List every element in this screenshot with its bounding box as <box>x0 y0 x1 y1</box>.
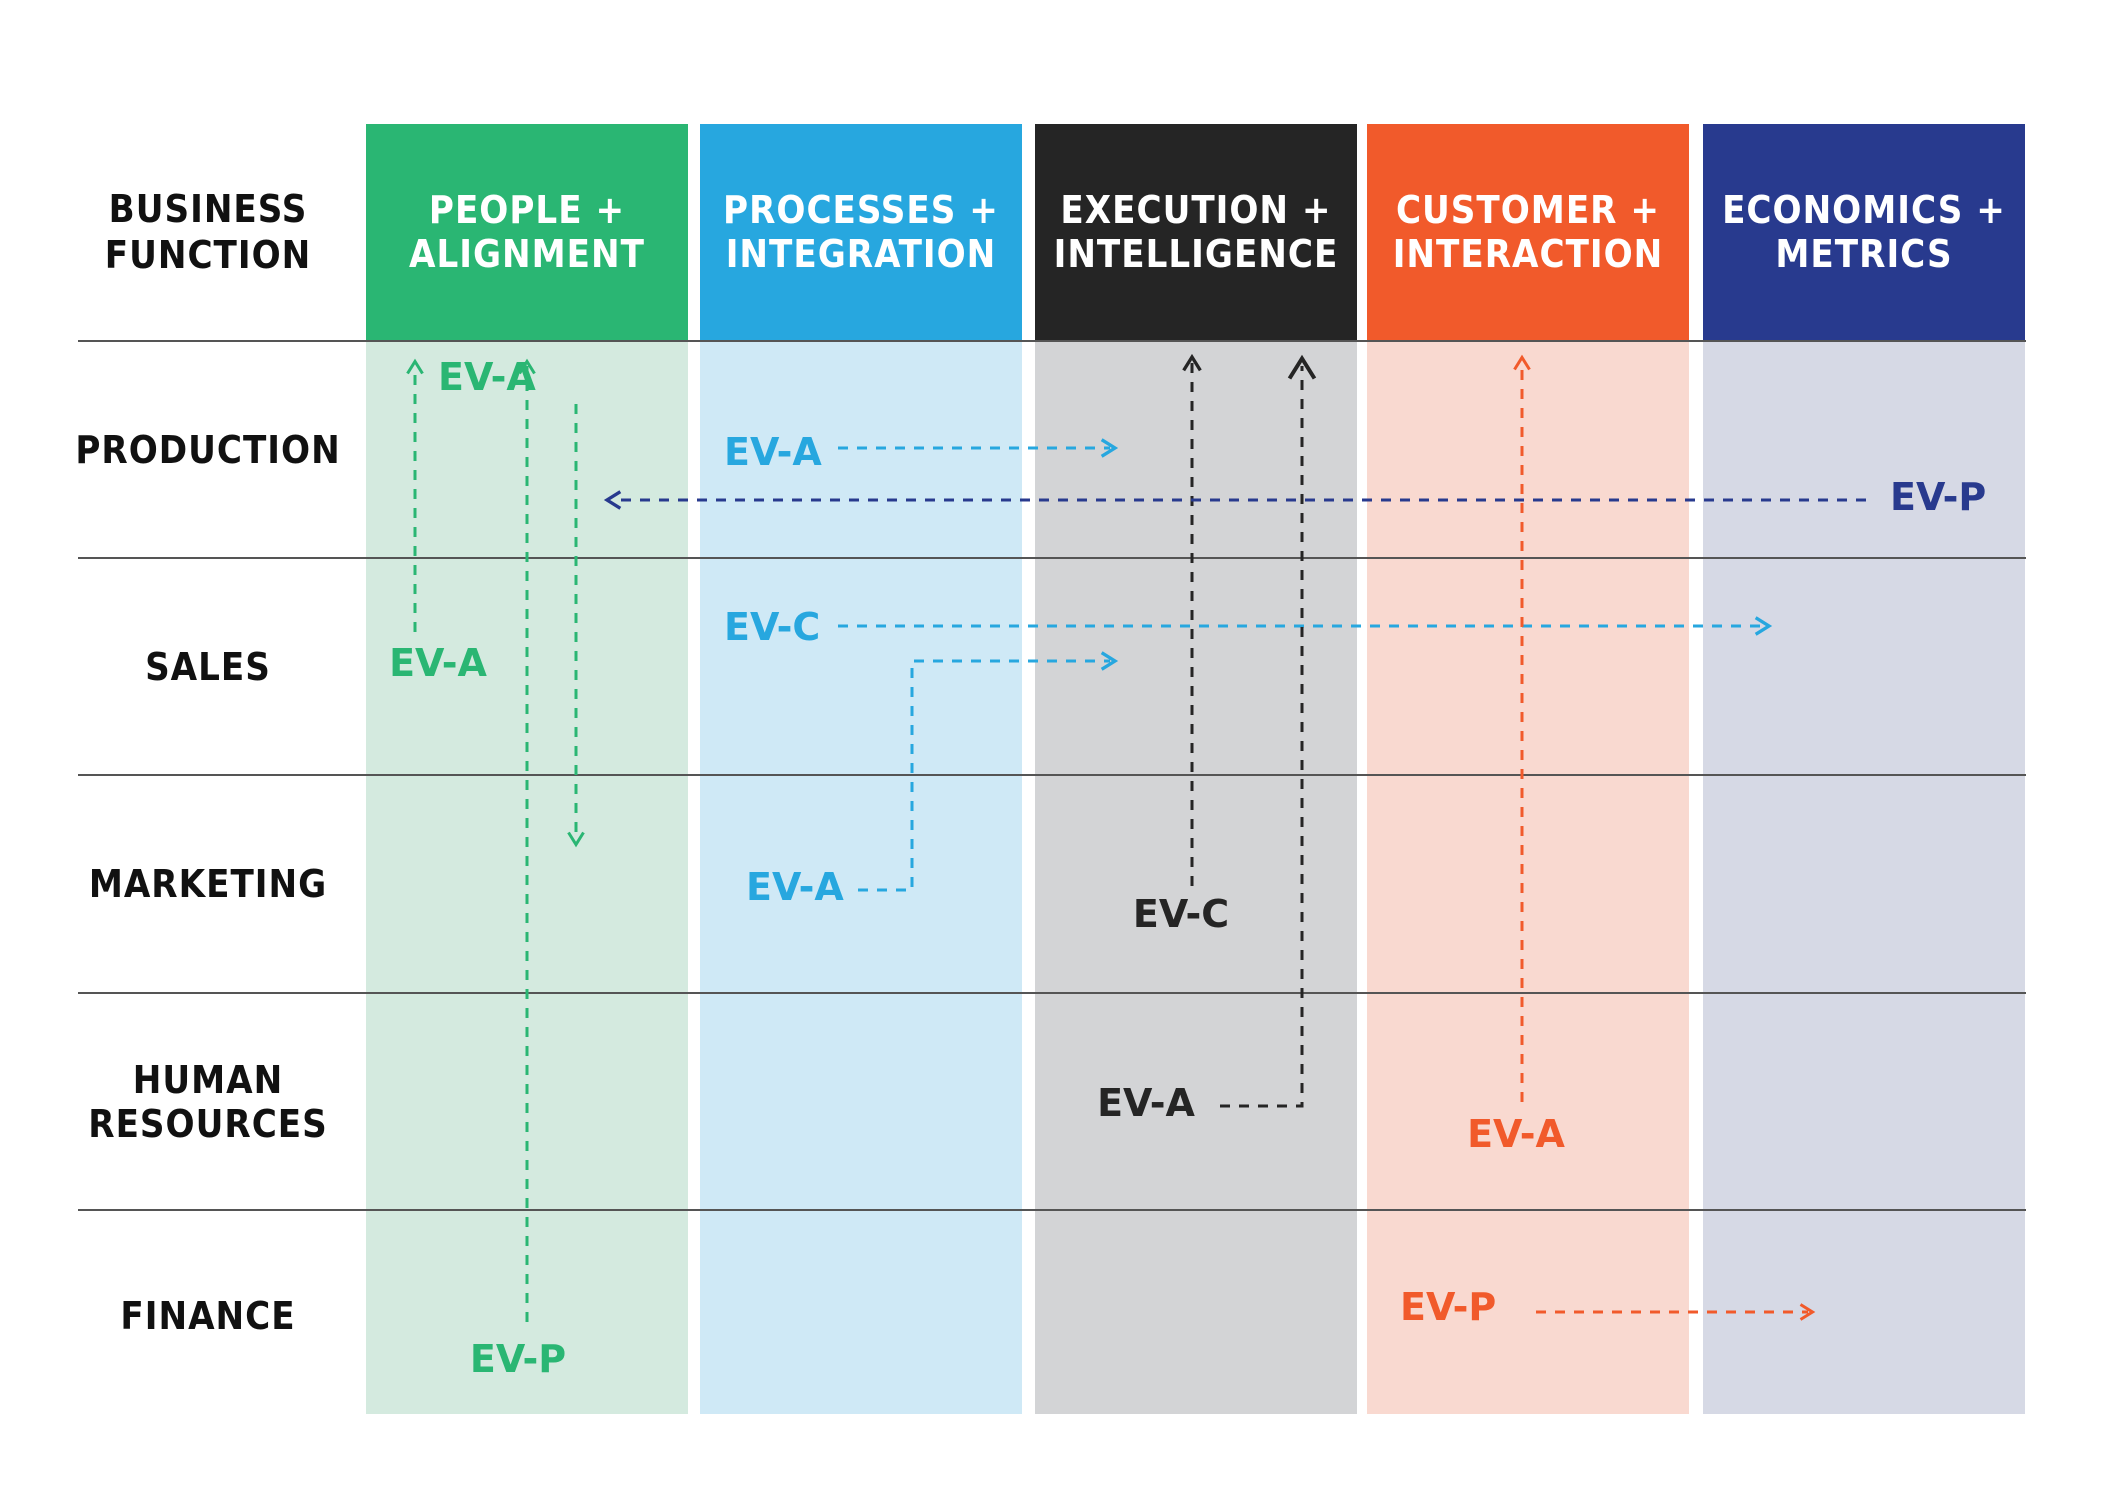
column-header-line2: INTELLIGENCE <box>1053 232 1339 276</box>
column-header-people: PEOPLE + ALIGNMENT <box>366 124 688 340</box>
business-function-line1: BUSINESS <box>108 187 308 231</box>
flow-customer-hr-up: EV-A <box>1467 354 1565 1156</box>
row-label-line2: RESOURCES <box>88 1101 328 1146</box>
flow-processes-production-right: EV-A <box>724 430 1119 474</box>
business-function-line2: FUNCTION <box>104 233 312 277</box>
column-header-execution: EXECUTION + INTELLIGENCE <box>1035 124 1357 340</box>
row-label-finance: FINANCE <box>78 1211 338 1421</box>
column-body-economics <box>1703 340 2025 1414</box>
flow-label-ev-p: EV-P <box>1400 1285 1496 1329</box>
column-header-line2: INTERACTION <box>1392 232 1664 276</box>
column-header-economics: ECONOMICS + METRICS <box>1703 124 2025 340</box>
flow-processes-sales-right: EV-C <box>724 605 1773 649</box>
column-header-line1: CUSTOMER + <box>1395 188 1661 232</box>
column-header-line2: METRICS <box>1775 232 1953 276</box>
column-body-processes <box>700 340 1022 1414</box>
row-divider <box>78 1209 2026 1211</box>
flow-economics-production-left: EV-P <box>603 475 1986 519</box>
flow-label-ev-a: EV-A <box>1467 1112 1565 1156</box>
row-label-human-resources: HUMAN RESOURCES <box>78 994 338 1209</box>
column-header-line1: PEOPLE + <box>428 188 626 232</box>
row-label-line1: PRODUCTION <box>75 427 341 472</box>
column-header-line1: EXECUTION + <box>1060 188 1332 232</box>
flow-label-ev-p: EV-P <box>470 1337 566 1381</box>
row-label-line1: MARKETING <box>88 861 328 906</box>
column-header-line1: ECONOMICS + <box>1722 188 2006 232</box>
flow-label-ev-a: EV-A <box>724 430 822 474</box>
column-body-customer <box>1367 340 1689 1414</box>
flow-processes-marketing-right: EV-A <box>746 651 1119 909</box>
row-label-line1: FINANCE <box>120 1294 296 1338</box>
column-header-processes: PROCESSES + INTEGRATION <box>700 124 1022 340</box>
row-label-production: PRODUCTION <box>75 342 341 557</box>
flow-label-ev-a: EV-A <box>389 641 487 685</box>
column-header-line2: ALIGNMENT <box>409 232 645 276</box>
row-label-line1: HUMAN <box>132 1057 284 1102</box>
row-label-sales: SALES <box>78 559 338 774</box>
flow-label-ev-c: EV-C <box>724 605 820 649</box>
column-header-customer: CUSTOMER + INTERACTION <box>1367 124 1689 340</box>
flow-label-ev-a: EV-A <box>1097 1081 1195 1125</box>
flow-label-ev-c: EV-C <box>1133 892 1229 936</box>
flow-label-ev-a: EV-A <box>438 355 536 399</box>
row-divider <box>78 557 2026 559</box>
row-label-line1: SALES <box>145 644 271 689</box>
flow-execution-marketing-up: EV-C <box>1133 353 1229 936</box>
flow-people-production-up: EV-A <box>406 355 585 848</box>
flow-label-ev-a: EV-A <box>746 865 844 909</box>
row-divider <box>78 774 2026 776</box>
flow-people-finance-up: EV-P <box>470 358 566 1381</box>
row-divider <box>78 992 2026 994</box>
row-label-marketing: MARKETING <box>78 776 338 991</box>
flow-customer-finance-right: EV-P <box>1400 1285 1816 1329</box>
row-divider <box>78 340 2026 342</box>
column-header-line1: PROCESSES + <box>723 188 999 232</box>
flow-execution-hr-up: EV-A <box>1097 354 1317 1125</box>
flow-label-ev-p: EV-P <box>1890 475 1986 519</box>
flow-people-sales-up: EV-A <box>389 641 487 685</box>
column-header-line2: INTEGRATION <box>725 232 997 276</box>
business-function-heading: BUSINESS FUNCTION <box>78 124 338 340</box>
